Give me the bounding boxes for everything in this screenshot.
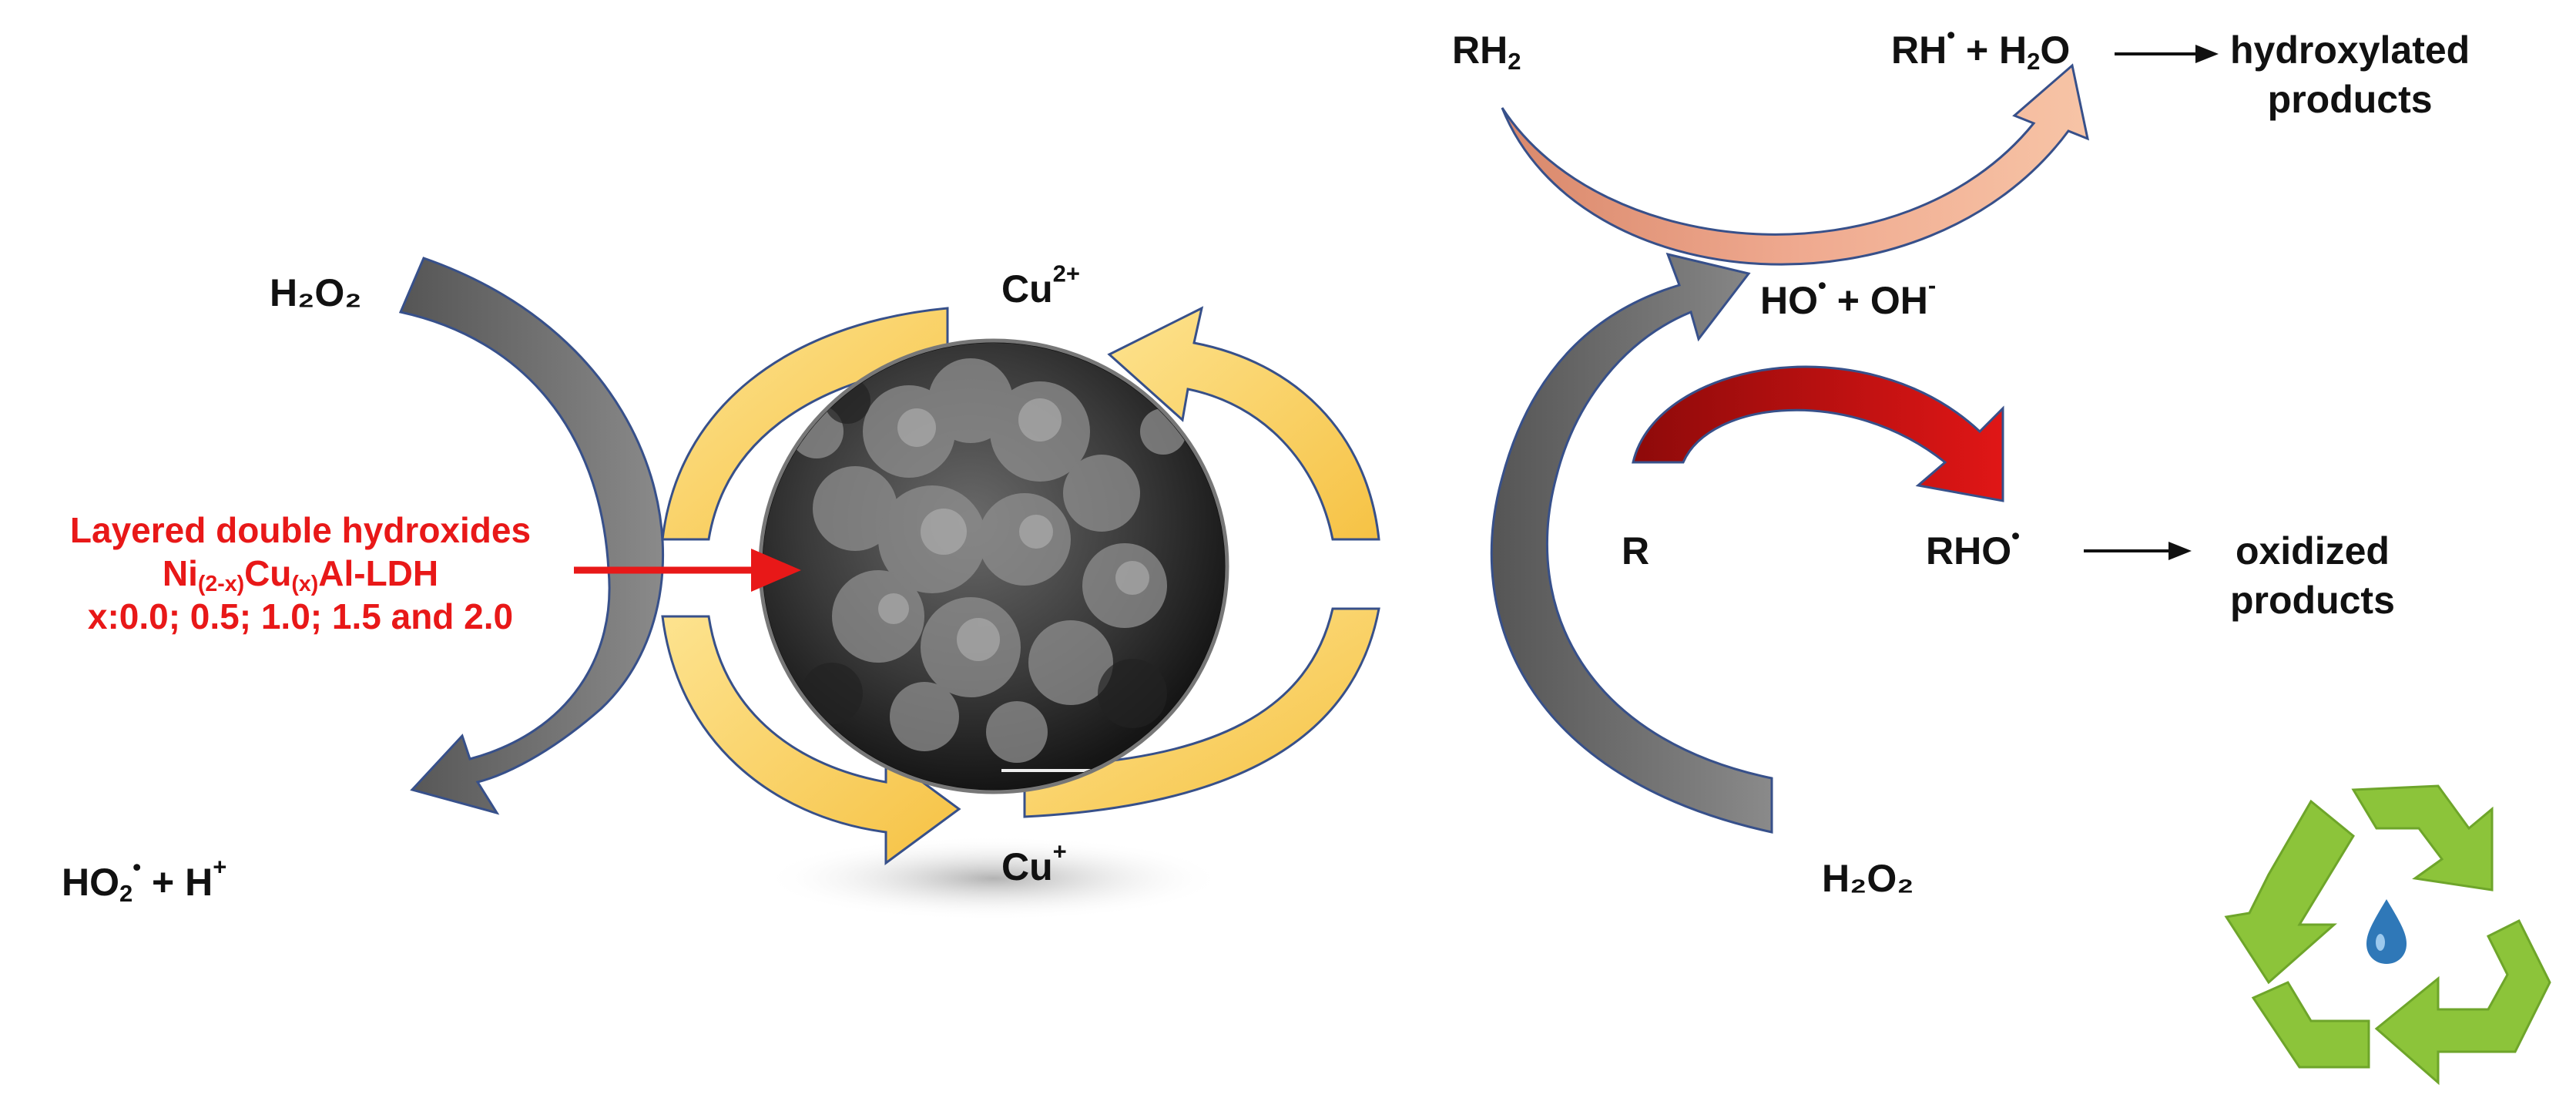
oxidized-products-label: oxidized products [2230,532,2395,619]
h2o2-right-label: H₂O₂ [1822,857,1914,900]
hydroxyl-radical-label: HO• + OH- [1760,271,1937,322]
catalyst-shadow [763,836,1225,921]
catalyst-label: Layered double hydroxides Ni(2-x)Cu(x)Al… [15,509,585,638]
rh-radical-water-label: RH• + H2O [1891,21,2071,75]
hydroxylated-products-label: hydroxylated products [2230,31,2470,119]
gold-arrow-upper-left [661,307,949,541]
right-h2o2-arrow [1490,252,1773,834]
sem-image-catalyst [758,338,1229,794]
gold-arrow-upper-right [1107,306,1380,541]
gold-arrow-lower-right [1023,607,1380,818]
gold-arrow-lower-left [661,615,961,865]
left-h2o2-arrow [398,257,664,815]
catalyst-line-2: Ni(2-x)Cu(x)Al-LDH [162,553,439,597]
red-arrow [1632,365,2004,502]
h2o2-left-label: H₂O₂ [270,271,362,314]
rho-radical-label: RHO• [1926,522,2020,572]
oxidation-reaction-arrow [2084,542,2192,560]
salmon-arrow [1501,63,2090,266]
hydroxylation-reaction-arrow [2115,45,2219,63]
cu2-label: Cu2+ [1001,260,1081,311]
oxidized-word: oxidized [2235,529,2390,572]
r-label: R [1622,529,1650,572]
water-drop-icon [2366,899,2407,964]
cu1-label: Cu+ [1001,838,1067,888]
catalyst-line-1: Layered double hydroxides [69,510,532,550]
products-word-1: products [2267,78,2433,121]
rh2-label: RH2 [1452,29,1521,75]
catalyst-pointer-arrow [574,549,801,592]
recycle-icon [2224,784,2551,1086]
hydroxylated-word: hydroxylated [2230,29,2470,72]
hydroperoxyl-label: HO2• + H+ [62,853,227,907]
catalyst-line-3: x:0.0; 0.5; 1.0; 1.5 and 2.0 [87,596,514,637]
products-word-2: products [2230,579,2395,622]
